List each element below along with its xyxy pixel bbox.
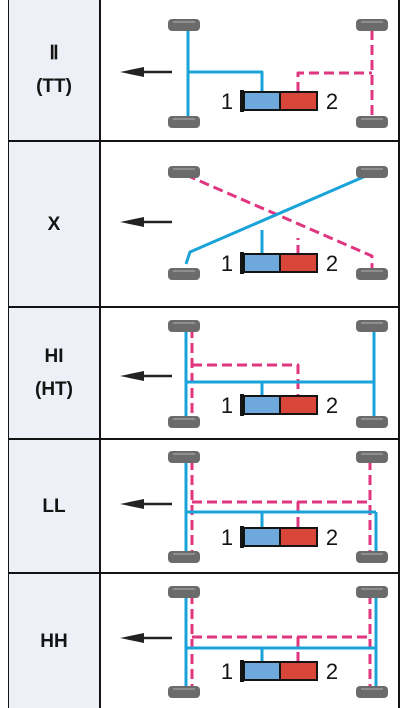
circuit-1-feed-line [188, 70, 264, 92]
rear-left-tire-icon [356, 586, 388, 598]
table-column-divider [99, 0, 101, 708]
row-divider-1 [8, 140, 400, 142]
row-label-hi: HI (HT) [35, 346, 73, 400]
master-cylinder-chamber-2 [279, 527, 318, 547]
front-right-tire-icon [168, 268, 200, 280]
rear-right-tire-icon [356, 116, 388, 128]
direction-arrow-icon [120, 499, 144, 509]
master-cylinder-chamber-2 [279, 91, 318, 111]
table-border-right [398, 0, 400, 708]
master-cylinder-cap [240, 526, 244, 548]
row-divider-2 [8, 306, 400, 308]
circuit-2-feed-line [192, 363, 300, 395]
chamber-2-label: 2 [326, 89, 338, 114]
front-left-tire-icon [168, 451, 200, 463]
rear-left-tire-icon [356, 19, 388, 31]
direction-arrow-icon [120, 371, 144, 381]
direction-arrow-icon [120, 633, 144, 643]
master-cylinder-chamber-1 [243, 91, 281, 111]
row-label-cell-hi: HI (HT) [9, 308, 99, 438]
master-cylinder-chamber-1 [243, 661, 281, 681]
master-cylinder-cap [240, 394, 244, 416]
row-label-hh: HH [40, 630, 68, 652]
chamber-1-label: 1 [221, 251, 233, 276]
row-label-cell-ii: Ⅱ (TT) [9, 0, 99, 140]
master-cylinder-chamber-1 [243, 253, 281, 273]
row-divider-4 [8, 572, 400, 574]
chamber-1-label: 1 [221, 525, 233, 550]
circuit-2-diagonal-line [185, 173, 374, 272]
rear-left-tire-icon [356, 320, 388, 332]
front-left-tire-icon [168, 19, 200, 31]
direction-arrow-icon [120, 67, 144, 77]
direction-arrow-icon [120, 217, 144, 227]
front-right-tire-icon [168, 416, 200, 428]
rear-right-tire-icon [356, 551, 388, 563]
chamber-1-label: 1 [221, 89, 233, 114]
circuit-2-feed-line [296, 71, 372, 92]
chamber-1-label: 1 [221, 393, 233, 418]
master-cylinder-cap [240, 660, 244, 682]
front-left-tire-icon [168, 320, 200, 332]
master-cylinder-cap [240, 90, 244, 112]
front-right-tire-icon [168, 116, 200, 128]
rear-left-tire-icon [356, 451, 388, 463]
front-left-tire-icon [168, 586, 200, 598]
row-divider-3 [8, 438, 400, 440]
row-label-ii: Ⅱ (TT) [36, 43, 72, 97]
master-cylinder-chamber-1 [243, 527, 281, 547]
chamber-2-label: 2 [326, 525, 338, 550]
rear-left-tire-icon [356, 166, 388, 178]
chamber-2-label: 2 [326, 659, 338, 684]
row-label-cell-x: X [9, 142, 99, 306]
front-right-tire-icon [168, 551, 200, 563]
master-cylinder-chamber-2 [279, 395, 318, 415]
front-left-tire-icon [168, 166, 200, 178]
row-label-cell-ll: LL [9, 440, 99, 572]
circuit-1-diagonal-line [184, 173, 369, 265]
row-label-ll: LL [42, 495, 66, 517]
row-label-cell-hh: HH [9, 574, 99, 708]
master-cylinder-chamber-2 [279, 661, 318, 681]
chamber-2-label: 2 [326, 251, 338, 276]
master-cylinder-cap [240, 252, 244, 274]
rear-right-tire-icon [356, 416, 388, 428]
front-right-tire-icon [168, 686, 200, 698]
master-cylinder-chamber-1 [243, 395, 281, 415]
chamber-2-label: 2 [326, 393, 338, 418]
chamber-1-label: 1 [221, 659, 233, 684]
row-label-x: X [47, 213, 61, 235]
rear-right-tire-icon [356, 268, 388, 280]
rear-right-tire-icon [356, 686, 388, 698]
master-cylinder-chamber-2 [279, 253, 318, 273]
